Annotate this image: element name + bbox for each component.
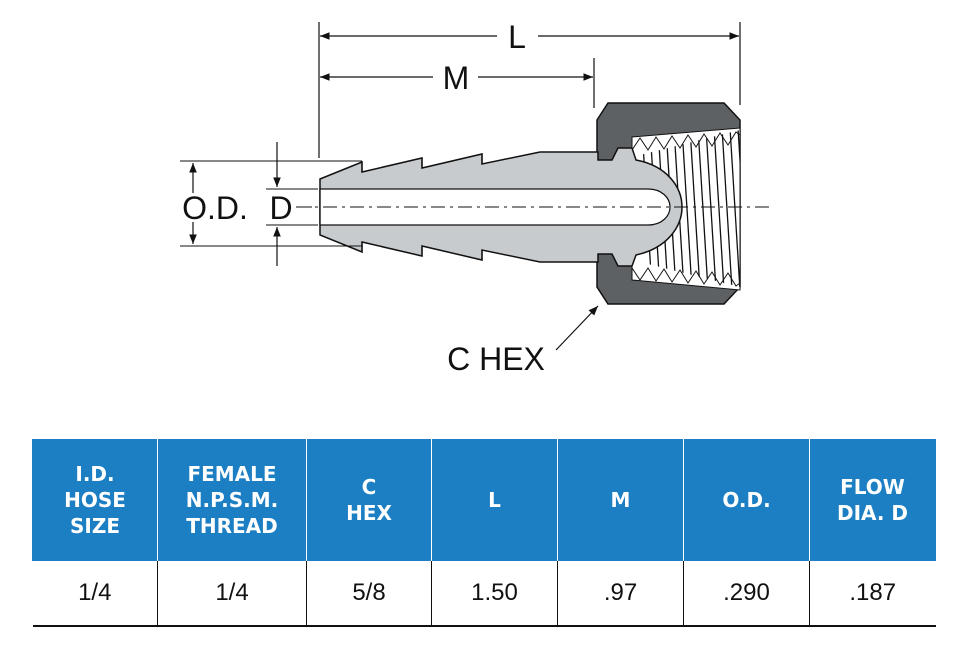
fitting-cross-section-drawing: L M O.D. D C HEX — [180, 19, 770, 377]
header-m: M — [557, 439, 684, 561]
label-m: M — [443, 60, 470, 96]
table-header-row: I.D. HOSE SIZE FEMALE N.P.S.M. THREAD C … — [32, 439, 936, 561]
cell-m: .97 — [557, 561, 684, 627]
cell-l: 1.50 — [431, 561, 558, 627]
header-flow-dia-d: FLOW DIA. D — [809, 439, 936, 561]
header-od: O.D. — [683, 439, 810, 561]
label-l: L — [508, 19, 526, 55]
dimension-od: O.D. — [180, 160, 362, 247]
header-female-thread: FEMALE N.P.S.M. THREAD — [157, 439, 307, 561]
female-thread — [641, 130, 740, 287]
c-hex-callout: C HEX — [447, 305, 599, 377]
header-c-hex: C HEX — [306, 439, 432, 561]
header-l: L — [431, 439, 558, 561]
cell-flow-dia-d: .187 — [809, 561, 936, 627]
label-od: O.D. — [182, 190, 248, 226]
spec-table: I.D. HOSE SIZE FEMALE N.P.S.M. THREAD C … — [32, 439, 936, 627]
header-id-hose-size: I.D. HOSE SIZE — [32, 439, 158, 561]
cell-c-hex: 5/8 — [306, 561, 432, 627]
dimension-m: M — [320, 58, 595, 108]
table-row: 1/4 1/4 5/8 1.50 .97 .290 .187 — [32, 561, 936, 627]
cell-od: .290 — [683, 561, 810, 627]
dimension-l: L — [318, 19, 741, 158]
cell-id-hose-size: 1/4 — [32, 561, 158, 627]
cell-female-thread: 1/4 — [157, 561, 307, 627]
dimension-d: D — [266, 142, 318, 266]
label-d: D — [269, 190, 292, 226]
label-c-hex: C HEX — [447, 341, 545, 377]
